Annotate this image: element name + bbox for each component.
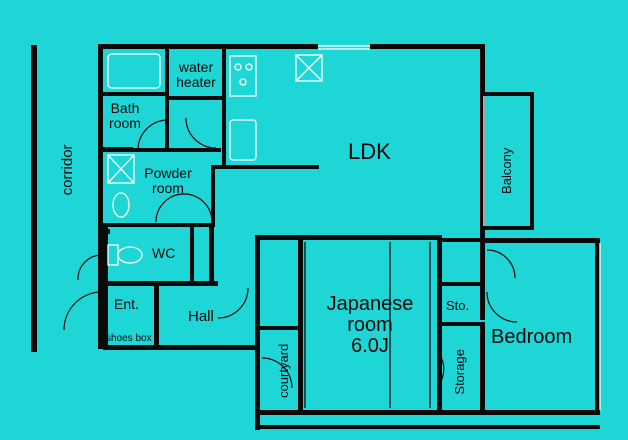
water-heater-label: water heater [168, 60, 224, 89]
wc-label: WC [152, 245, 176, 261]
corridor-label: corridor [59, 144, 77, 196]
burner-icon-3 [239, 78, 247, 86]
door-swing-heater [185, 117, 217, 149]
door-swing-powder-2 [183, 193, 213, 223]
fixtures [107, 53, 431, 408]
door-swings [63, 117, 518, 389]
walls [98, 44, 600, 430]
courtyard-label: courtyard [276, 343, 292, 398]
water-heater-line-2: heater [176, 73, 216, 90]
powder-room-label: Powder room [138, 166, 198, 195]
bath-room-label: Bath room [104, 101, 146, 130]
ventilation-box [295, 54, 323, 82]
burner-icon-2 [245, 63, 253, 71]
japanese-room-line-1: Japanese [326, 293, 414, 315]
entrance-label: Ent. [114, 296, 139, 312]
stove [229, 55, 257, 97]
door-swing-hall [217, 287, 249, 319]
japanese-room-label: Japanese room 6.0J [318, 294, 422, 357]
balcony-label: Balcony [499, 147, 515, 194]
bathtub [107, 53, 161, 89]
door-swing-storage [439, 354, 445, 384]
bedroom-label: Bedroom [491, 326, 573, 348]
water-heater-line-1: water [178, 59, 214, 75]
door-swing-sto [486, 291, 518, 323]
japanese-room-line-2: room [347, 314, 393, 336]
powder-room-line-2: room [152, 179, 184, 196]
storage-label: Storage [452, 349, 468, 395]
door-swing-courtyard [261, 357, 293, 389]
sto-label: Sto. [446, 298, 470, 313]
powder-room-line-1: Powder [144, 165, 192, 181]
door-swing-entrance [63, 291, 103, 331]
bath-room-line-1: Bath [110, 100, 140, 116]
door-swing-bedroom [486, 249, 516, 279]
hall-label: Hall [188, 308, 214, 325]
door-swing-powder [155, 193, 185, 223]
corridor-wall [31, 45, 37, 352]
bath-room-line-2: room [109, 114, 141, 131]
toilet-tank [107, 244, 119, 266]
ldk-label: LDK [348, 139, 391, 164]
washer-box [107, 154, 135, 184]
shoes-box-label: shoes box [106, 333, 152, 344]
sink [229, 119, 257, 161]
windows [318, 45, 601, 410]
japanese-room-line-3: 6.0J [351, 335, 389, 357]
door-swing-wc [77, 254, 103, 281]
washbasin [112, 192, 130, 218]
burner-icon [234, 63, 242, 71]
door-swing-bath [137, 119, 169, 151]
